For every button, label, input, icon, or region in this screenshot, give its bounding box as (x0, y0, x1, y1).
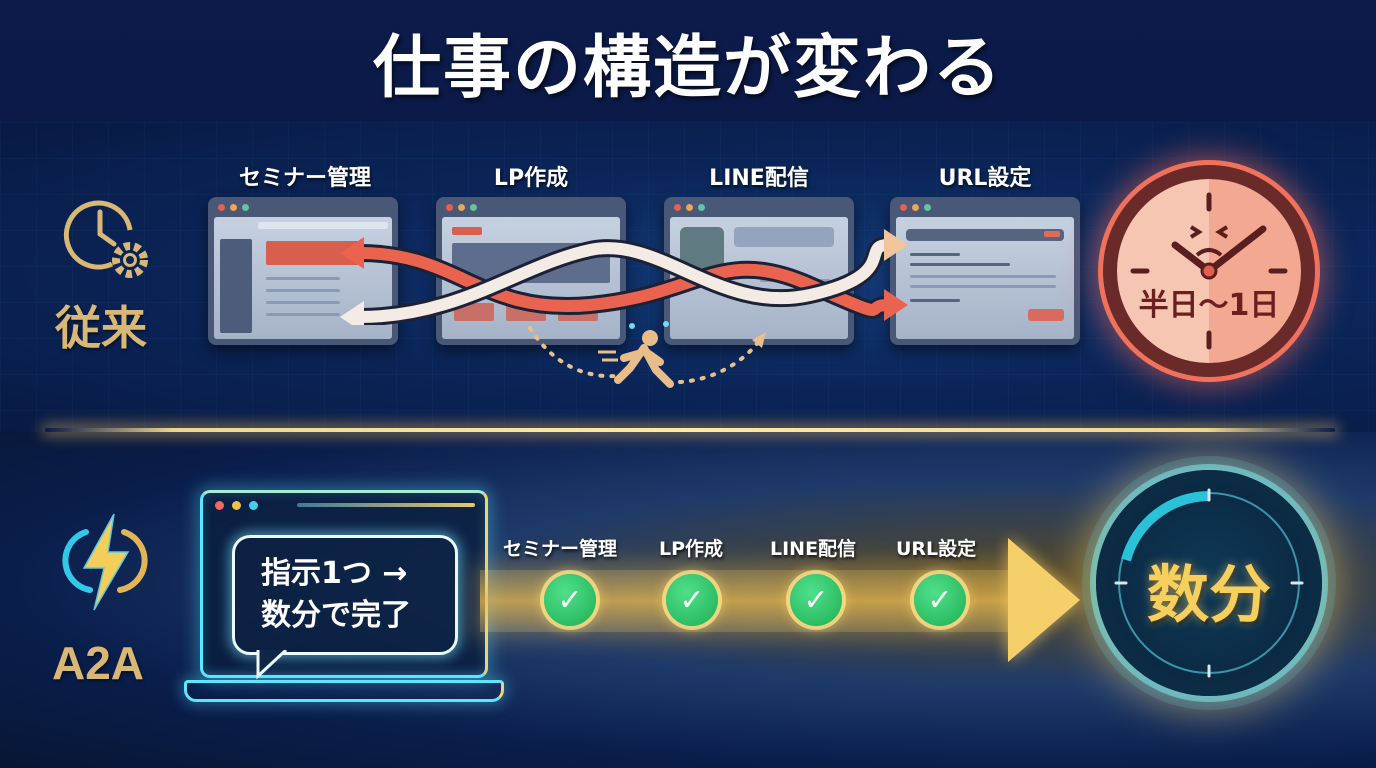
legacy-step-label: セミナー管理 (238, 166, 371, 191)
check-icon: ✓ (544, 574, 596, 626)
a2a-step-label: LINE配信 (770, 538, 857, 560)
section-divider (45, 428, 1335, 432)
a2a-step-label: セミナー管理 (503, 538, 618, 560)
bubble-line: 数分で完了 (261, 598, 411, 633)
stopwatch-dial-icon: 数分 (1096, 470, 1322, 696)
a2a-step-label: LP作成 (659, 538, 724, 560)
a2a-label: A2A (52, 637, 145, 689)
legacy-step-label: LINE配信 (709, 166, 809, 191)
header-banner: 仕事の構造が変わる (0, 0, 1376, 122)
lightning-bolt-icon (62, 513, 148, 611)
bubble-tail-icon (256, 650, 288, 680)
a2a-step-label: URL設定 (896, 538, 977, 560)
tangled-arrows-icon (340, 229, 908, 325)
legacy-duration: 半日〜1日 (1138, 288, 1280, 323)
frowning-clock-icon: 半日〜1日 (1103, 165, 1315, 377)
running-person-icon (528, 321, 766, 388)
legacy-label: 従来 (55, 301, 147, 355)
laptop-base (184, 680, 504, 702)
app-window-seminar (208, 197, 398, 345)
clock-gear-icon (63, 200, 148, 278)
instruction-bubble: 指示1つ → 数分で完了 (232, 535, 458, 655)
check-icon: ✓ (914, 574, 966, 626)
check-icon: ✓ (666, 574, 718, 626)
bubble-line: 指示1つ → (261, 556, 408, 591)
app-window-url (890, 197, 1080, 345)
page-title: 仕事の構造が変わる (372, 28, 1003, 108)
legacy-step-label: LP作成 (493, 166, 569, 191)
arrow-head-icon (1008, 538, 1080, 662)
legacy-step-label: URL設定 (938, 166, 1032, 191)
a2a-duration: 数分 (1146, 558, 1271, 631)
check-icon: ✓ (790, 574, 842, 626)
